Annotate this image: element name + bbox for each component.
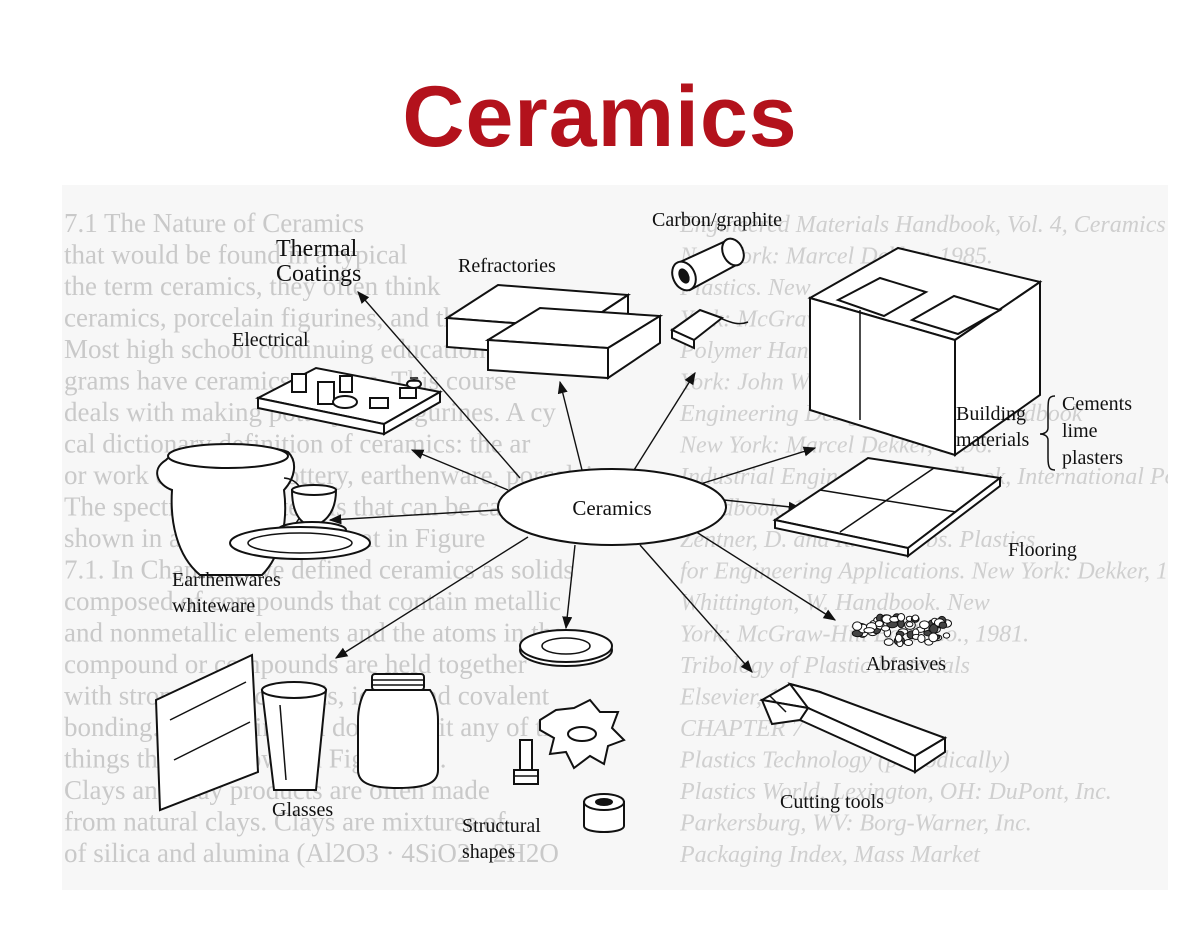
label-cements: Cements — [1062, 393, 1132, 415]
background-text-line: 7.1. In Chapter 1 we defined ceramics as… — [64, 555, 574, 585]
background-text-line: Plastics Technology (periodically) — [679, 748, 1010, 774]
background-text-line: and nonmetallic elements and the atoms i… — [64, 618, 564, 648]
label-flooring: Flooring — [1008, 539, 1077, 561]
abrasive-grain — [911, 614, 920, 622]
refractory-bricks-illustration — [443, 283, 664, 380]
label-plasters: plasters — [1062, 447, 1123, 469]
arrow-thermal-coatings — [357, 291, 521, 479]
background-text-line: compound or compounds are held together — [64, 649, 527, 679]
abrasive-grain — [942, 632, 951, 639]
abrasive-grain — [883, 638, 894, 646]
label-glasses: Glasses — [272, 799, 333, 821]
abrasive-grain — [903, 639, 914, 646]
arrow-building-materials — [693, 446, 817, 487]
background-text-line: ceramics, porcelain figurines, and the l… — [64, 303, 516, 333]
abrasive-grain — [906, 621, 914, 628]
floor-tiles-illustration — [772, 456, 1003, 559]
building-brace — [1039, 395, 1056, 471]
background-text-line: Tribology of Plastic Materials — [680, 653, 970, 679]
label-lime: lime — [1062, 420, 1098, 442]
label-structural-shapes-1: Structural — [462, 815, 541, 837]
cutting-tool-illustration — [759, 682, 948, 774]
abrasive-grain — [928, 632, 939, 643]
connector-arrows — [328, 291, 837, 673]
background-text-line: Engineered Materials Handbook, Vol. 4, C… — [679, 212, 1200, 238]
arrow-electrical — [410, 449, 509, 491]
background-text-line: from natural clays. Clays are mixtures o… — [64, 807, 506, 837]
abrasive-grain — [863, 627, 876, 634]
background-text-line: Whittington, W. Handbook. New — [680, 590, 990, 616]
label-thermal-coatings-2: Coatings — [276, 261, 361, 287]
background-text-line: for Engineering Applications. New York: … — [680, 559, 1200, 585]
background-text-line: that would be found in a typical — [64, 240, 407, 270]
abrasive-grain — [897, 613, 906, 622]
arrow-structural-shapes — [562, 544, 576, 630]
abrasive-grain — [919, 620, 930, 630]
label-structural-shapes-2: shapes — [462, 841, 516, 863]
label-carbon-graphite: Carbon/graphite — [652, 209, 782, 231]
background-text-line: Parkersburg, WV: Borg-Warner, Inc. — [679, 811, 1032, 837]
label-cutting-tools: Cutting tools — [780, 791, 884, 813]
abrasive-grain — [874, 620, 884, 628]
glassware-illustration — [154, 653, 439, 812]
label-building-materials-1: Building — [956, 403, 1026, 425]
arrow-earthenwares — [328, 509, 499, 525]
label-whiteware: whiteware — [172, 595, 255, 617]
abrasive-grain — [894, 633, 903, 643]
circuit-board-illustration — [255, 366, 443, 436]
label-center-ceramics: Ceramics — [572, 496, 651, 520]
arrow-cutting-tools — [639, 544, 753, 673]
cinder-block-illustration — [807, 246, 1043, 457]
background-text-line: composed of compounds that contain metal… — [64, 586, 561, 616]
abrasive-grain — [917, 634, 926, 643]
center-ellipse — [497, 468, 727, 546]
background-text-line: cal dictionary definition of ceramics: t… — [64, 429, 530, 459]
label-building-materials-2: materials — [956, 429, 1030, 451]
abrasive-grain — [852, 621, 863, 631]
structural-shapes-illustration — [513, 629, 626, 833]
label-earthenwares: Earthenwares — [172, 569, 281, 591]
abrasive-grains-illustration — [851, 613, 952, 648]
label-refractories: Refractories — [458, 255, 556, 277]
slide-title: Ceramics — [402, 69, 798, 165]
background-text-line: of silica and alumina (Al2O3 · 4SiO2 · 2… — [64, 838, 559, 868]
arrow-abrasives — [689, 527, 837, 621]
arrow-flooring — [723, 499, 802, 512]
label-electrical: Electrical — [232, 329, 309, 351]
abrasive-grain — [938, 621, 948, 629]
pitcher-cup-illustration — [156, 443, 371, 576]
label-abrasives: Abrasives — [866, 653, 946, 675]
diagram-labels: Thermal Coatings Refractories Electrical… — [172, 209, 1132, 863]
background-text-line: 7.1 The Nature of Ceramics — [64, 208, 364, 238]
graphite-tube-illustration — [670, 237, 749, 350]
background-text-line: Packaging Index, Mass Market — [679, 842, 981, 868]
background-text-line: the term ceramics, they often think — [64, 271, 441, 301]
label-thermal-coatings-1: Thermal — [276, 236, 358, 262]
arrow-carbon-graphite — [633, 371, 696, 471]
background-text-line: Plastics World, Lexington, OH: DuPont, I… — [679, 779, 1112, 805]
arrow-refractories — [557, 380, 583, 471]
arrow-glasses — [334, 536, 529, 659]
abrasive-grain — [881, 625, 890, 632]
